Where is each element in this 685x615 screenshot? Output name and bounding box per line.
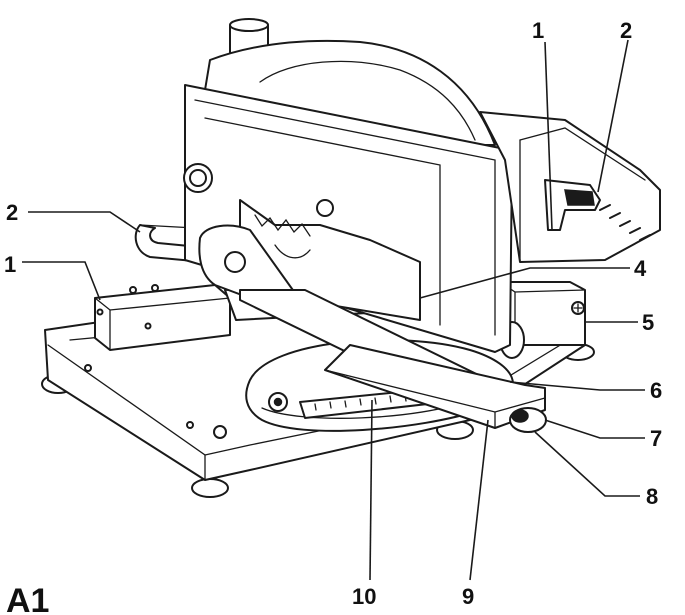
- trigger-switch: [564, 189, 595, 206]
- leader-9: [469, 419, 489, 581]
- leader-6: [509, 381, 645, 391]
- guard-bolt: [316, 199, 334, 217]
- callout-6: 6: [650, 378, 662, 403]
- leader-2-left: [28, 211, 141, 233]
- leader-8: [534, 431, 640, 497]
- leader-10: [369, 399, 373, 581]
- motor-housing: [479, 111, 661, 263]
- callout-4: 4: [634, 256, 647, 281]
- callout-9: 9: [462, 584, 474, 609]
- callout-1-left: 1: [4, 252, 16, 277]
- callout-2-left: 2: [6, 200, 18, 225]
- callout-10: 10: [352, 584, 376, 609]
- leader-4: [419, 267, 630, 299]
- leader-1-right: [544, 41, 553, 231]
- motor-vents: [599, 204, 651, 241]
- callout-5: 5: [642, 310, 654, 335]
- leader-1-left: [22, 261, 101, 301]
- base-bolt: [213, 425, 227, 439]
- base-hole: [186, 421, 194, 429]
- leader-lines: [22, 39, 645, 581]
- callout-8: 8: [646, 484, 658, 509]
- leader-2-right: [597, 39, 629, 193]
- guide-rail: [239, 289, 547, 433]
- callout-7: 7: [650, 426, 662, 451]
- callout-1-right: 1: [532, 18, 544, 43]
- leader-7: [544, 419, 645, 439]
- figure-label: A1: [6, 582, 49, 615]
- callout-2-right: 2: [620, 18, 632, 43]
- base-hole: [84, 364, 92, 372]
- saw-head: [183, 18, 513, 353]
- base-foot: [191, 478, 229, 498]
- callouts: 1 2 2 1 4 5 6 7 8 10 9: [4, 18, 662, 609]
